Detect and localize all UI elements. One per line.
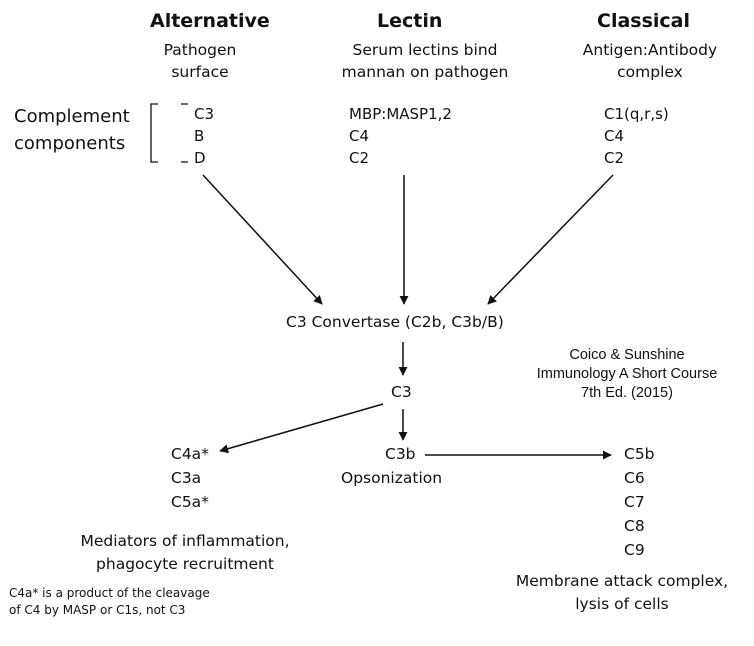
lectin-subtitle-line2: mannan on pathogen [341,63,509,81]
classical-title: Classical [597,10,691,32]
classical-component-c1: C1(q,r,s) [604,105,669,123]
left-caption-line2: phagocyte recruitment [96,555,274,573]
footnote-line1: C4a* is a product of the cleavage [9,586,210,600]
complement-label-line1: Complement [14,106,130,127]
lectin-title: Lectin [377,10,443,32]
lectin-component-mbp: MBP:MASP1,2 [349,105,452,123]
citation-line2: Immunology A Short Course [536,366,718,382]
alternative-component-c3: C3 [194,105,215,123]
left-product-c5a: C5a* [171,493,209,511]
c3b-label: C3b [385,445,416,463]
arrow-c3-to-c4a [219,403,384,454]
classical-component-c4: C4 [604,127,625,145]
mac-component-c5b: C5b [624,445,655,463]
arrow-alternative-to-convertase [202,174,323,305]
left-product-c3a: C3a [171,469,202,487]
mac-component-c8: C8 [624,517,645,535]
alternative-subtitle-line1: Pathogen [163,41,237,59]
alternative-subtitle-line2: surface [171,63,229,81]
arrow-classical-to-convertase [487,174,614,305]
mac-component-c6: C6 [624,469,645,487]
left-product-c4a: C4a* [171,445,209,463]
c3-label: C3 [391,383,412,401]
lectin-component-c4: C4 [349,127,370,145]
citation-line3: 7th Ed. (2015) [581,385,673,401]
c3-convertase-label: C3 Convertase (C2b, C3b/B) [286,313,504,331]
mac-component-c7: C7 [624,493,645,511]
alternative-component-b: B [194,127,205,145]
mac-caption-line1: Membrane attack complex, [515,572,729,590]
citation-line1: Coico & Sunshine [569,347,685,363]
lectin-component-c2: C2 [349,149,370,167]
classical-component-c2: C2 [604,149,625,167]
classical-subtitle-line1: Antigen:Antibody [582,41,718,59]
alternative-title: Alternative [150,10,270,32]
mac-caption-line2: lysis of cells [575,595,669,613]
opsonization-label: Opsonization [341,469,443,487]
classical-subtitle-line2: complex [617,63,683,81]
alternative-component-d: D [194,149,206,167]
complement-label-line2: components [14,133,126,154]
mac-component-c9: C9 [624,541,645,559]
complement-bracket [150,103,158,163]
left-caption-line1: Mediators of inflammation, [80,532,290,550]
footnote-line2: of C4 by MASP or C1s, not C3 [9,603,186,617]
lectin-subtitle-line1: Serum lectins bind [352,41,498,59]
